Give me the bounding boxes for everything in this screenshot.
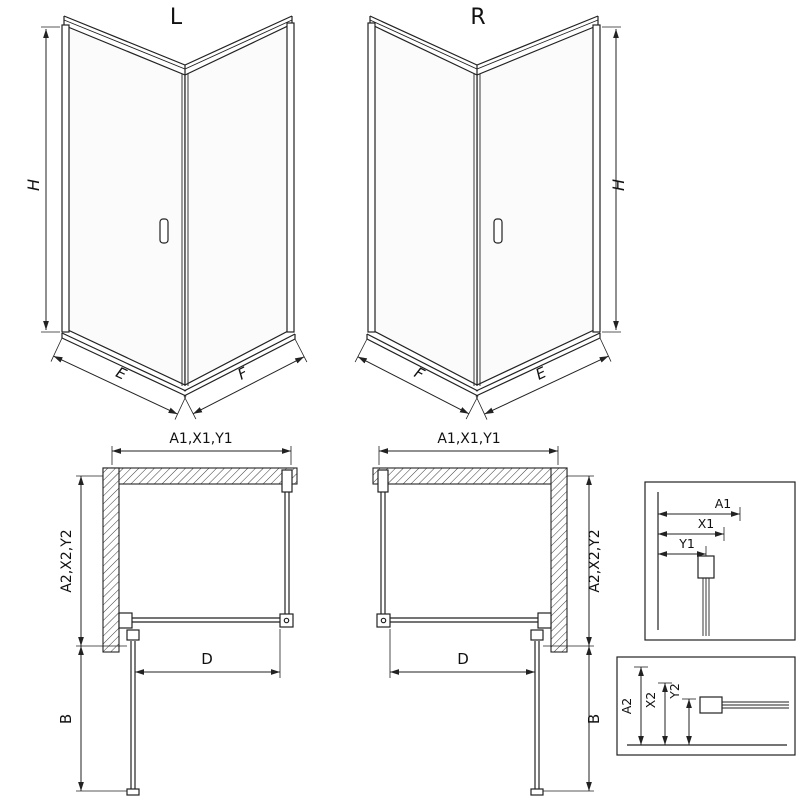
- dimension-height-left: H: [24, 26, 60, 333]
- dimension-door-projection: B: [57, 646, 127, 792]
- door-handle: [159, 218, 169, 244]
- glass-profile-section: [697, 555, 715, 636]
- glass-profile-section: [699, 696, 789, 714]
- door-panel: [67, 26, 186, 386]
- depth-label: A2,X2,Y2: [59, 529, 75, 592]
- depth-label: A2,X2,Y2: [587, 529, 603, 592]
- door-closed-position: [390, 617, 538, 623]
- door-projection-label: B: [57, 714, 75, 724]
- x1-label: X1: [698, 516, 715, 531]
- dimension-x1: X1: [658, 516, 725, 541]
- detail-box-depth-adjustment: A2 X2 Y2: [616, 656, 796, 756]
- dimension-width: A1,X1,Y1: [111, 431, 292, 465]
- hinge-wall-profile: [118, 612, 133, 629]
- y2-label: Y2: [667, 683, 682, 700]
- wall-section-top: [372, 467, 568, 485]
- door-panel: [476, 26, 595, 386]
- y1-label: Y1: [678, 536, 695, 551]
- detail-box-width-adjustment: A1 X1 Y1: [644, 481, 796, 641]
- dimension-entry: D: [134, 629, 281, 678]
- width-label: A1,X1,Y1: [437, 431, 500, 447]
- entry-label: D: [201, 650, 213, 668]
- dimension-a2: A2: [619, 666, 648, 745]
- wall-profile: [377, 469, 389, 493]
- dimension-entry: D: [389, 629, 536, 678]
- a2-label: A2: [619, 698, 634, 715]
- detail-frame: [644, 481, 796, 641]
- wall-section-side: [102, 467, 120, 653]
- height-label: H: [609, 179, 628, 191]
- dimension-a1: A1: [658, 496, 741, 521]
- dimension-width: A1,X1,Y1: [378, 431, 559, 465]
- wall-profile-right: [286, 22, 295, 333]
- dimension-door-projection: B: [543, 646, 603, 792]
- corner-post-pivot: [283, 617, 290, 624]
- width-label: A1,X1,Y1: [169, 431, 232, 447]
- wall-profile-left: [367, 22, 376, 333]
- variant-label-left: L: [170, 5, 183, 30]
- height-label: H: [24, 179, 43, 191]
- side-panel-plan: [380, 492, 386, 616]
- top-support-bar: [369, 15, 599, 75]
- wall-profile-right: [592, 24, 601, 333]
- iso-view-right: R H: [354, 5, 628, 420]
- a1-label: A1: [715, 496, 732, 511]
- dimension-depth: A2,X2,Y2: [543, 475, 603, 647]
- iso-view-left: L H: [24, 5, 308, 420]
- x2-label: X2: [643, 692, 658, 709]
- side-panel: [184, 24, 291, 386]
- dimension-y1: Y1: [658, 536, 707, 557]
- door-projection-label: B: [585, 714, 603, 724]
- wall-profile-left: [61, 24, 70, 333]
- top-support-bar: [63, 15, 293, 75]
- dimension-x2: X2: [643, 682, 672, 745]
- corner-post-pivot: [380, 617, 387, 624]
- variant-label-right: R: [470, 5, 485, 30]
- door-closed-position: [132, 617, 280, 623]
- dimension-depth: A2,X2,Y2: [59, 475, 127, 647]
- plan-view-left: A1,X1,Y1 A2,X2,Y2 D B: [57, 431, 298, 796]
- wall-section-top: [102, 467, 298, 485]
- dimension-height-right: H: [602, 26, 628, 333]
- wall-section-side: [550, 467, 568, 653]
- dimension-y2: Y2: [667, 683, 696, 745]
- entry-label: D: [457, 650, 469, 668]
- plan-view-right: A1,X1,Y1 A2,X2,Y2 D B: [372, 431, 603, 796]
- hinge-wall-profile: [537, 612, 552, 629]
- wall-profile: [281, 469, 293, 493]
- side-panel-plan: [284, 492, 290, 616]
- side-panel: [371, 24, 478, 386]
- door-handle: [493, 218, 503, 244]
